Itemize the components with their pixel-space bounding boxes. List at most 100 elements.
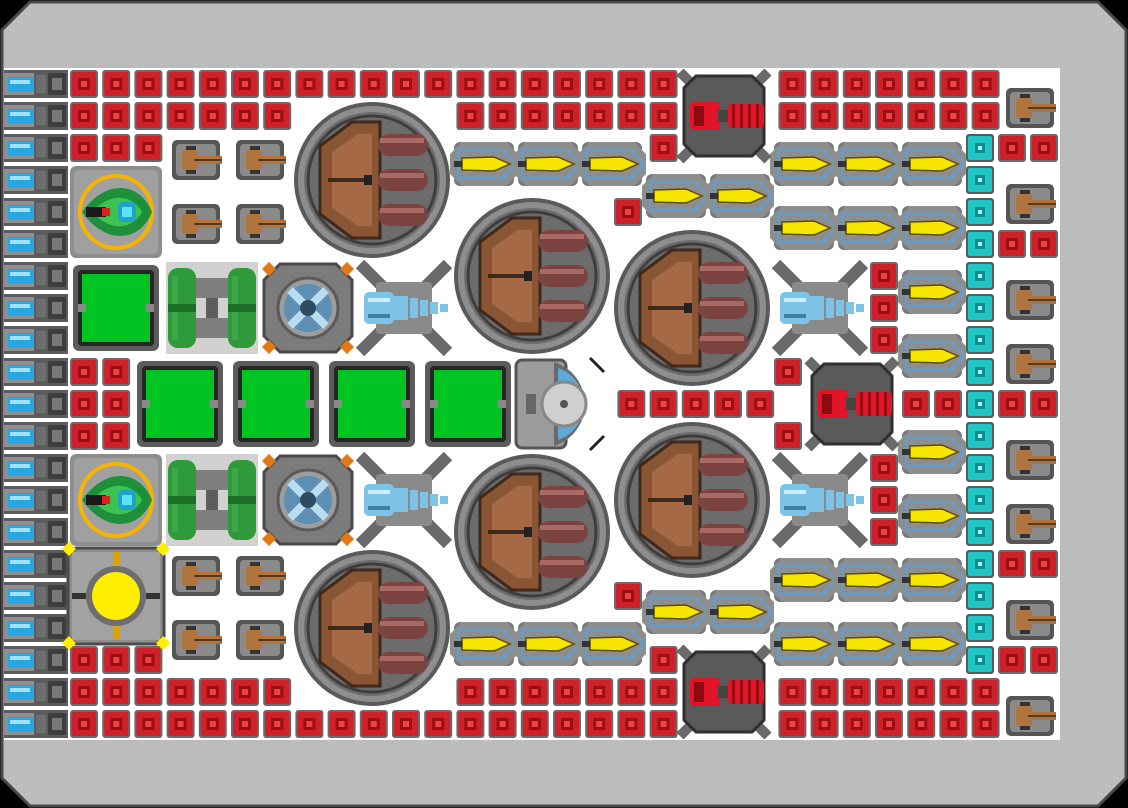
cyan-shield-block[interactable] [966, 230, 994, 258]
red-armor-block[interactable] [488, 678, 517, 706]
cyan-shield-block[interactable] [966, 486, 994, 514]
cyan-shield-block[interactable] [966, 582, 994, 610]
red-armor-block[interactable] [1030, 134, 1058, 162]
red-armor-block[interactable] [70, 422, 98, 450]
red-armor-block[interactable] [617, 678, 646, 706]
red-armor-block[interactable] [939, 70, 968, 98]
red-armor-block[interactable] [424, 70, 453, 98]
yellow-missile-pod[interactable] [896, 492, 968, 540]
cyan-shield-block[interactable] [966, 262, 994, 290]
red-armor-block[interactable] [939, 102, 968, 130]
copper-cannon-turret[interactable] [172, 140, 222, 180]
red-armor-block[interactable] [998, 646, 1026, 674]
copper-cannon-turret[interactable] [172, 204, 222, 244]
red-armor-block[interactable] [166, 102, 195, 130]
red-armor-block[interactable] [649, 390, 678, 418]
red-armor-block[interactable] [810, 70, 839, 98]
red-armor-block[interactable] [231, 70, 259, 98]
red-armor-block[interactable] [614, 582, 642, 610]
red-armor-block[interactable] [263, 678, 292, 706]
red-armor-block[interactable] [939, 710, 968, 738]
red-armor-block[interactable] [166, 678, 195, 706]
red-armor-block[interactable] [553, 102, 581, 130]
red-armor-block[interactable] [810, 710, 839, 738]
red-armor-block[interactable] [359, 70, 388, 98]
red-armor-block[interactable] [295, 710, 324, 738]
cockpit-dome[interactable] [514, 356, 606, 452]
red-armor-block[interactable] [102, 134, 131, 162]
large-brown-turret[interactable] [292, 548, 452, 708]
red-armor-block[interactable] [902, 390, 930, 418]
red-laser-turret[interactable] [680, 72, 768, 160]
cyan-shield-block[interactable] [966, 326, 994, 354]
red-armor-block[interactable] [998, 134, 1026, 162]
red-armor-block[interactable] [359, 710, 388, 738]
red-armor-block[interactable] [842, 70, 871, 98]
yellow-missile-pod[interactable] [640, 172, 712, 220]
green-power-cell[interactable] [329, 361, 415, 447]
yellow-missile-pod[interactable] [896, 332, 968, 380]
large-brown-turret[interactable] [452, 196, 612, 356]
blue-thruster-column-2[interactable] [4, 102, 68, 130]
red-armor-block[interactable] [617, 390, 646, 418]
cyan-shield-block[interactable] [966, 134, 994, 162]
copper-cannon-turret[interactable] [1006, 504, 1056, 544]
cyan-shield-block[interactable] [966, 614, 994, 642]
red-armor-block[interactable] [392, 710, 420, 738]
copper-cannon-turret[interactable] [1006, 440, 1056, 480]
large-brown-turret[interactable] [452, 452, 612, 612]
yellow-missile-pod[interactable] [640, 588, 712, 636]
blue-thruster-column-12[interactable] [4, 422, 68, 450]
yellow-missile-pod[interactable] [896, 140, 968, 188]
blue-thruster-column-19[interactable] [4, 646, 68, 674]
red-laser-turret[interactable] [808, 360, 896, 448]
red-armor-block[interactable] [778, 678, 807, 706]
red-armor-block[interactable] [1030, 230, 1058, 258]
green-fuel-tank[interactable] [166, 262, 258, 354]
copper-cannon-turret[interactable] [1006, 600, 1056, 640]
red-armor-block[interactable] [102, 390, 131, 418]
red-laser-turret[interactable] [680, 648, 768, 736]
red-armor-block[interactable] [231, 678, 259, 706]
red-armor-block[interactable] [842, 710, 871, 738]
red-armor-block[interactable] [392, 70, 420, 98]
red-armor-block[interactable] [810, 102, 839, 130]
red-armor-block[interactable] [649, 102, 678, 130]
red-armor-block[interactable] [681, 390, 710, 418]
red-armor-block[interactable] [70, 134, 98, 162]
red-armor-block[interactable] [774, 358, 802, 386]
cyan-shield-block[interactable] [966, 294, 994, 322]
blue-thruster-column-5[interactable] [4, 198, 68, 226]
yellow-missile-pod[interactable] [576, 620, 648, 668]
red-armor-block[interactable] [870, 486, 898, 514]
red-armor-block[interactable] [778, 102, 807, 130]
blue-thruster-column-13[interactable] [4, 454, 68, 482]
red-armor-block[interactable] [875, 70, 903, 98]
red-armor-block[interactable] [998, 390, 1026, 418]
red-armor-block[interactable] [70, 390, 98, 418]
yellow-missile-pod[interactable] [448, 140, 520, 188]
green-reactor-core-bottom[interactable] [68, 452, 164, 548]
red-armor-block[interactable] [134, 646, 163, 674]
red-armor-block[interactable] [971, 678, 1000, 706]
red-armor-block[interactable] [70, 678, 98, 706]
cyan-shield-block[interactable] [966, 646, 994, 674]
blue-thruster-column-8[interactable] [4, 294, 68, 322]
blue-thruster-column-18[interactable] [4, 614, 68, 642]
red-armor-block[interactable] [774, 422, 802, 450]
blue-thruster-column-10[interactable] [4, 358, 68, 386]
red-armor-block[interactable] [134, 710, 163, 738]
red-armor-block[interactable] [488, 710, 517, 738]
red-armor-block[interactable] [875, 678, 903, 706]
red-armor-block[interactable] [553, 70, 581, 98]
red-armor-block[interactable] [263, 70, 292, 98]
yellow-missile-pod[interactable] [768, 140, 840, 188]
yellow-missile-pod[interactable] [576, 140, 648, 188]
gyroscope-module[interactable] [262, 454, 354, 546]
red-armor-block[interactable] [520, 678, 549, 706]
red-armor-block[interactable] [70, 710, 98, 738]
red-armor-block[interactable] [875, 102, 903, 130]
cyan-shield-block[interactable] [966, 422, 994, 450]
red-armor-block[interactable] [327, 710, 356, 738]
blue-thruster-column-21[interactable] [4, 710, 68, 738]
